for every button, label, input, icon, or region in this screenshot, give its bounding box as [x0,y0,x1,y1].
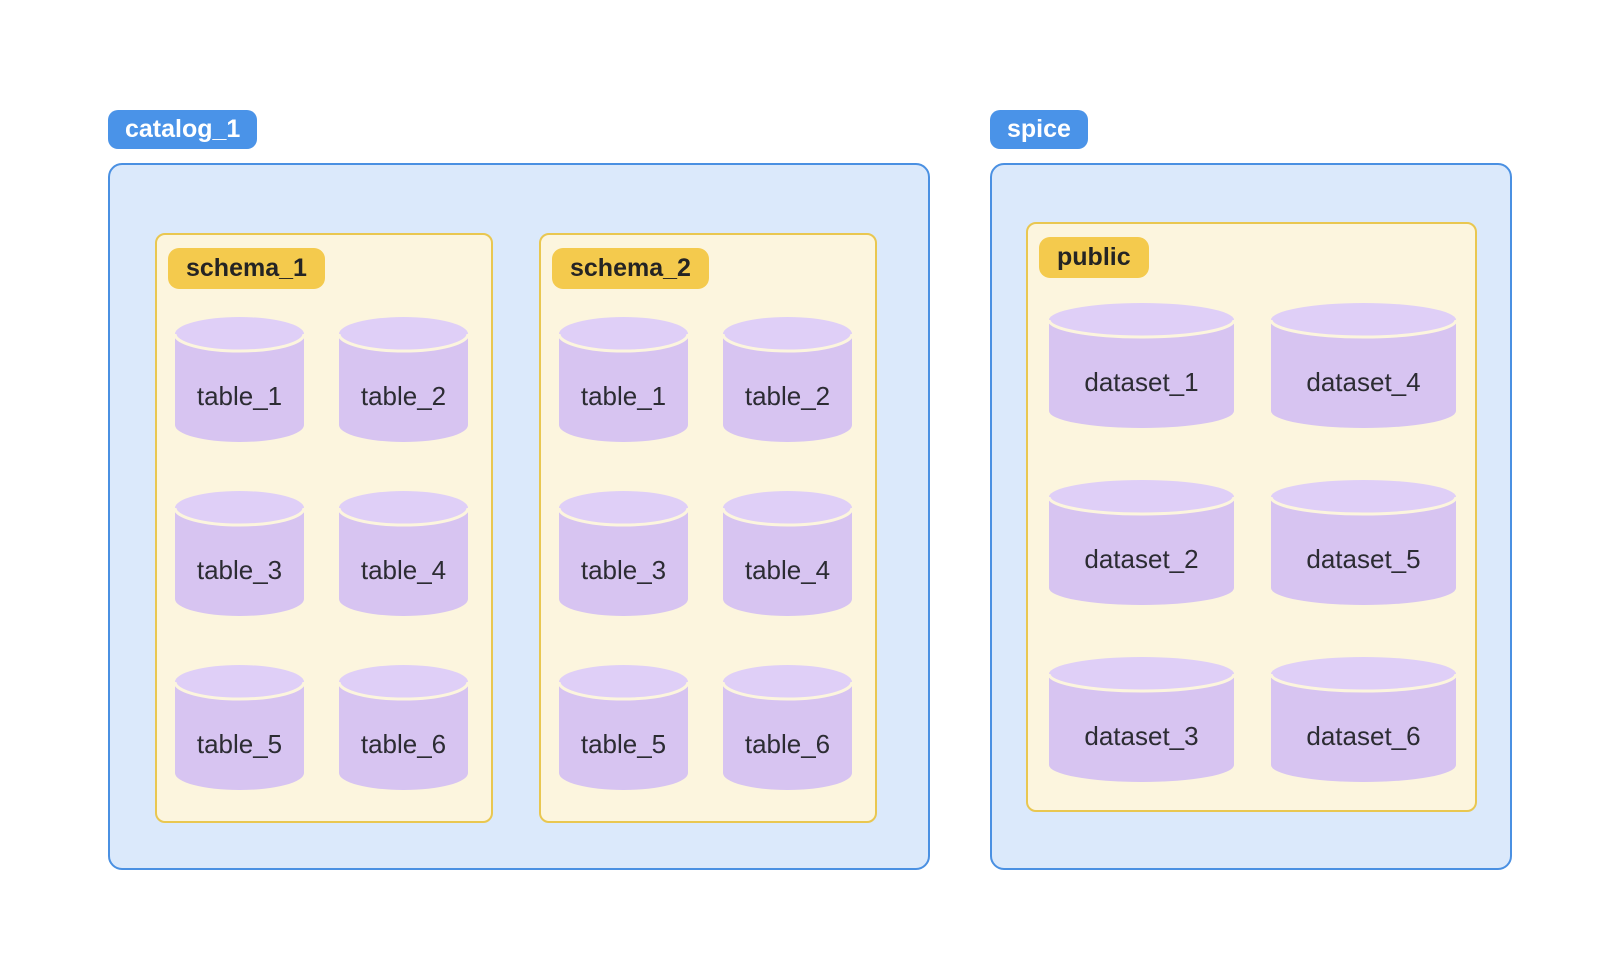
cylinder-label: table_2 [360,381,447,411]
table-cylinder: table_6 [723,665,852,790]
catalog-badge: catalog_1 [108,110,258,149]
table-cylinder: table_5 [559,665,688,790]
spice-group: spice public dataset_1 dataset_4 dataset_2… [990,110,1512,870]
database-cylinder-icon [559,665,688,790]
table-cylinder: table_5 [175,665,304,790]
cylinder-label: table_3 [196,555,283,585]
table-cylinder: table_3 [559,491,688,616]
cylinder-label: table_4 [744,555,831,585]
schema-1-badge: schema_1 [168,248,325,289]
database-cylinder-icon [339,665,468,790]
catalog-1-group: catalog_1 schema_1 table_1 table_2 table_3… [108,110,930,870]
cylinder-label: table_4 [360,555,447,585]
database-cylinder-icon [1271,303,1456,428]
cylinder-label: table_6 [744,729,831,759]
table-cylinder: table_6 [339,665,468,790]
table-cylinder: table_4 [339,491,468,616]
table-cylinder: table_4 [723,491,852,616]
table-cylinder: table_3 [175,491,304,616]
cylinder-label: dataset_1 [1084,367,1199,397]
cylinder-label: table_5 [580,729,667,759]
cylinder-label: table_1 [580,381,667,411]
dataset-cylinder: dataset_2 [1049,480,1234,605]
schema-2-badge: schema_2 [552,248,709,289]
dataset-cylinder: dataset_1 [1049,303,1234,428]
dataset-cylinder: dataset_6 [1271,657,1456,782]
cylinder-label: dataset_6 [1306,721,1421,751]
database-cylinder-icon [1049,657,1234,782]
schema-1-table-grid: table_1 table_2 table_3 table_4 table_5 table… [175,317,468,790]
database-cylinder-icon [723,665,852,790]
dataset-cylinder: dataset_5 [1271,480,1456,605]
database-cylinder-icon [1049,480,1234,605]
cylinder-label: table_1 [196,381,283,411]
table-cylinder: table_2 [339,317,468,442]
table-cylinder: table_1 [175,317,304,442]
database-cylinder-icon [559,491,688,616]
database-cylinder-icon [1271,657,1456,782]
table-cylinder: table_2 [723,317,852,442]
database-cylinder-icon [339,317,468,442]
dataset-cylinder: dataset_4 [1271,303,1456,428]
cylinder-label: table_5 [196,729,283,759]
database-cylinder-icon [1049,303,1234,428]
spice-badge: spice [990,110,1088,149]
database-cylinder-icon [559,317,688,442]
cylinder-label: dataset_5 [1306,544,1421,574]
dataset-cylinder: dataset_3 [1049,657,1234,782]
cylinder-label: dataset_2 [1084,544,1199,574]
cylinder-label: table_2 [744,381,831,411]
database-cylinder-icon [723,491,852,616]
database-cylinder-icon [1271,480,1456,605]
database-cylinder-icon [175,665,304,790]
cylinder-label: table_6 [360,729,447,759]
cylinder-label: dataset_3 [1084,721,1199,751]
cylinder-label: dataset_4 [1306,367,1421,397]
database-cylinder-icon [175,491,304,616]
database-cylinder-icon [175,317,304,442]
schema-2-table-grid: table_1 table_2 table_3 table_4 table_5 table… [559,317,852,790]
public-badge: public [1039,237,1149,278]
database-cylinder-icon [723,317,852,442]
database-cylinder-icon [339,491,468,616]
cylinder-label: table_3 [580,555,667,585]
table-cylinder: table_1 [559,317,688,442]
